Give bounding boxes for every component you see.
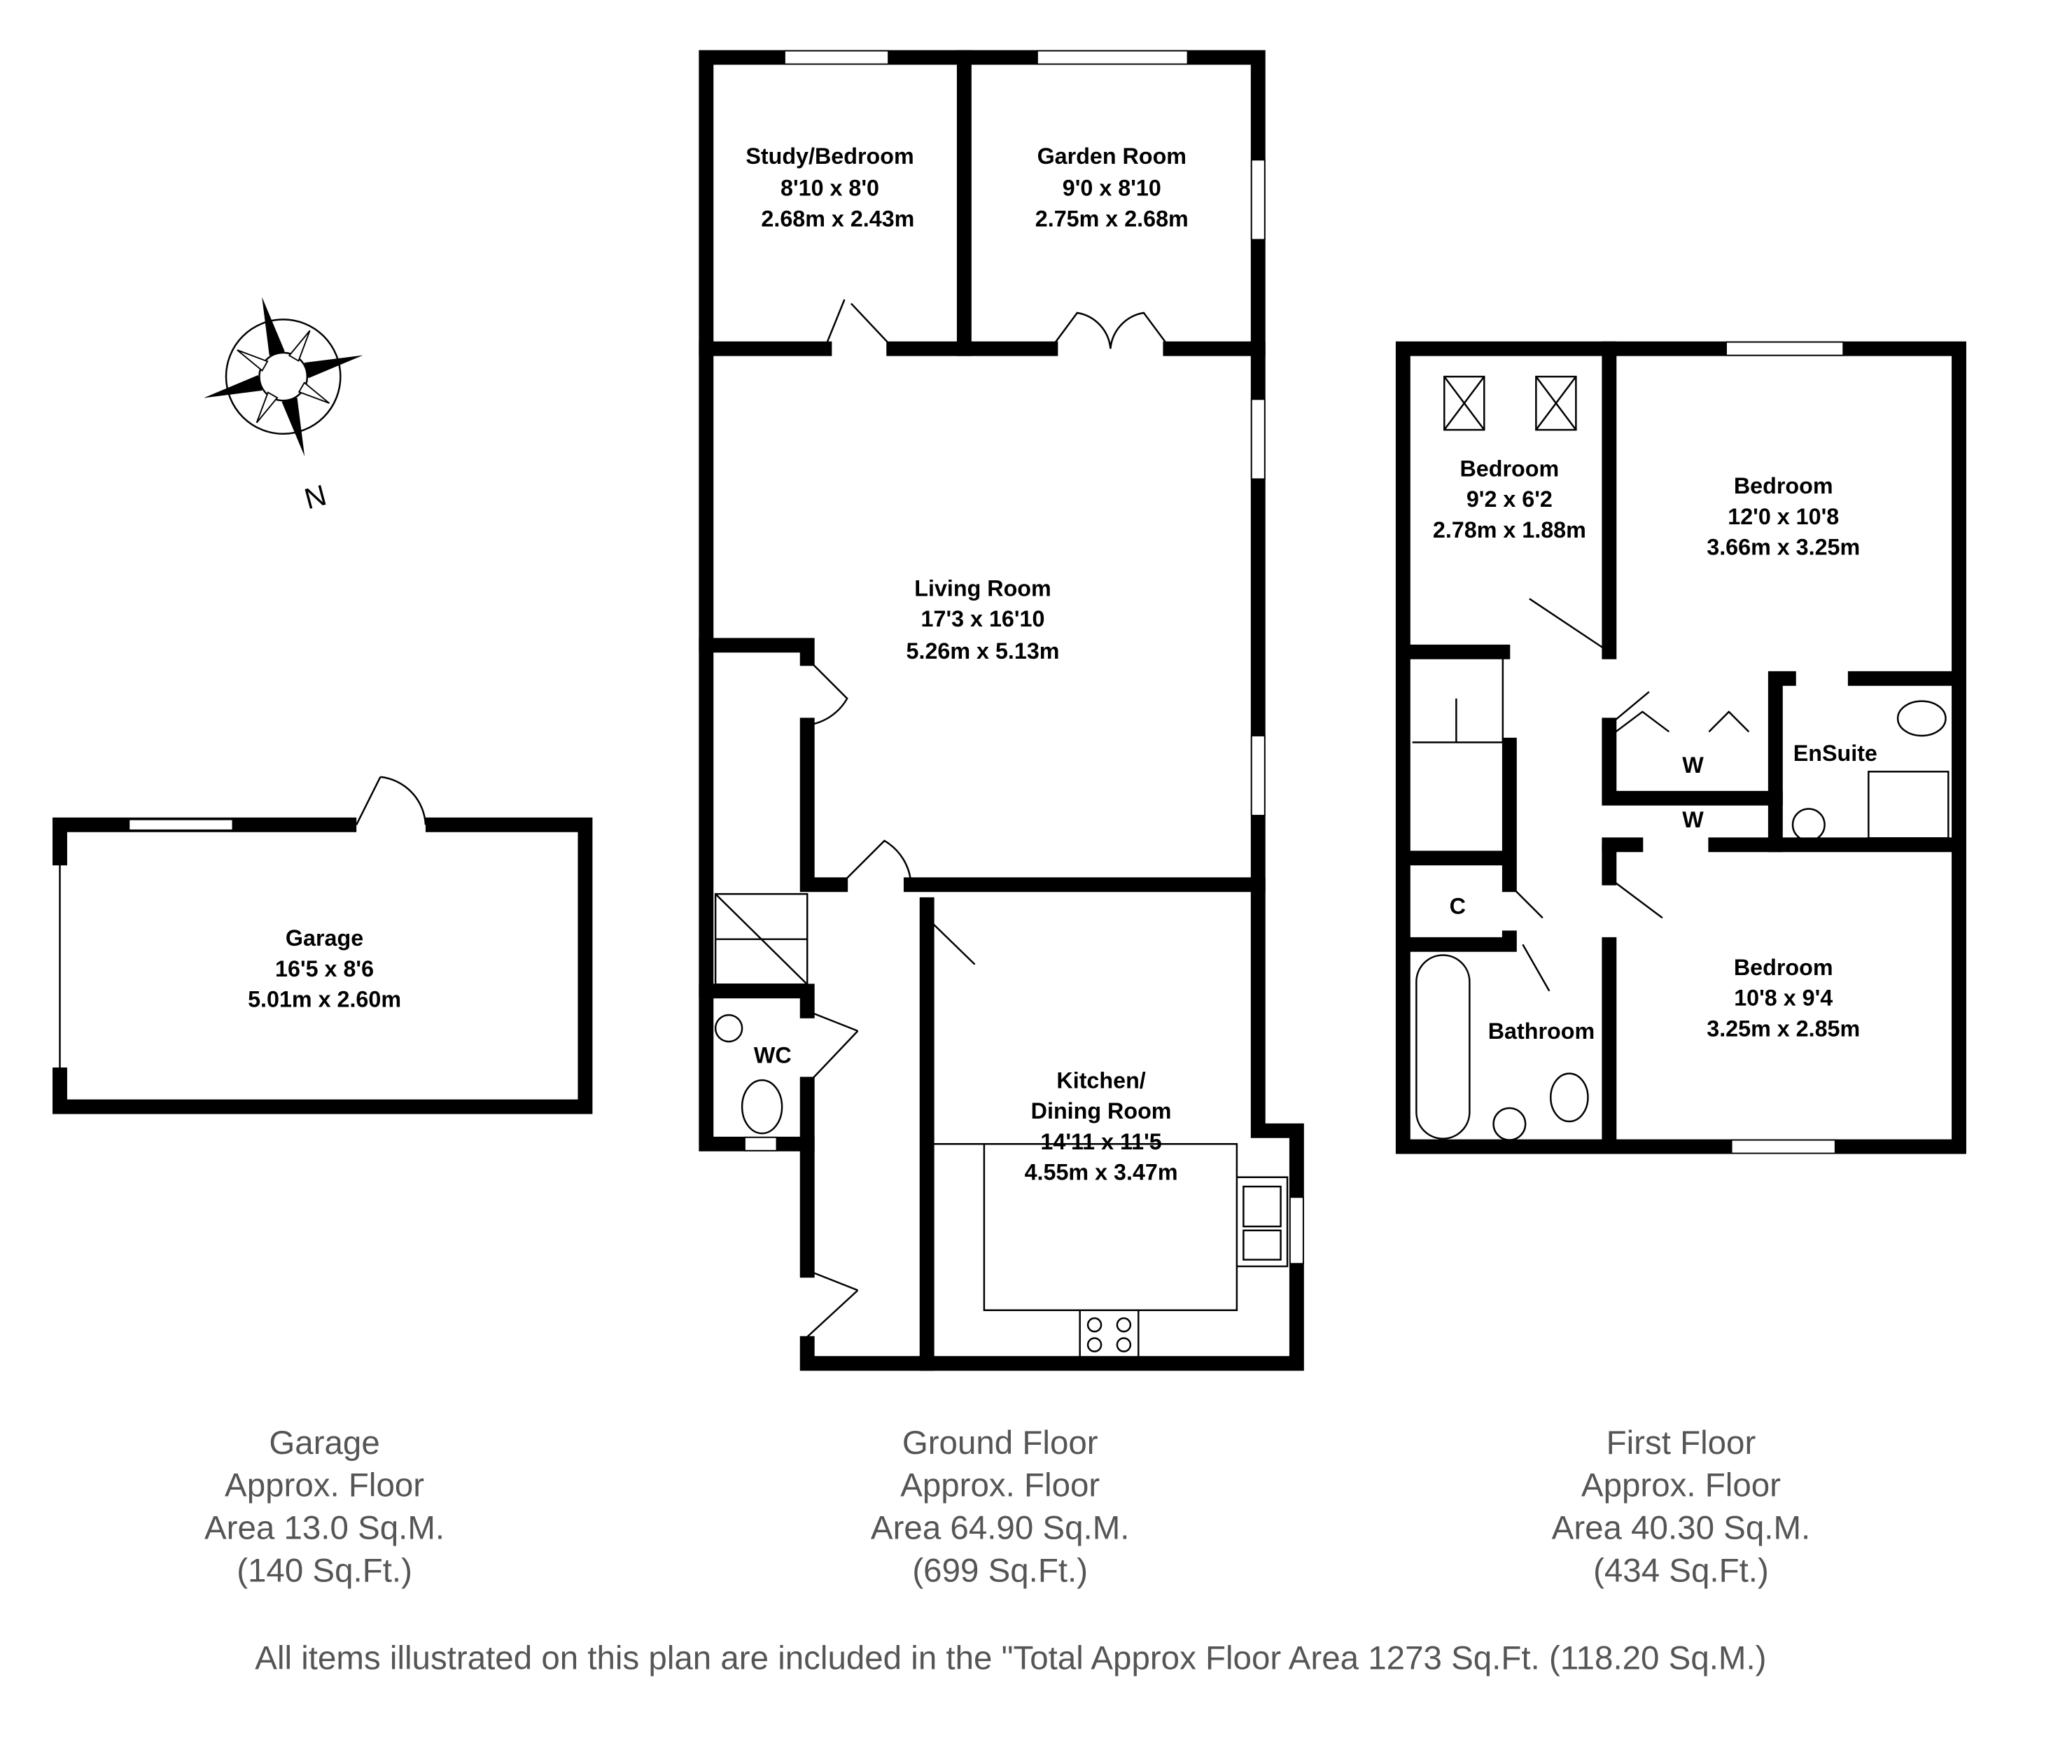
north-label: N	[301, 478, 330, 515]
first-floor-plan: Bedroom 9'2 x 6'2 2.78m x 1.88m Bedroom …	[1395, 341, 1966, 1154]
caption-line: Area 64.90 Sq.M.	[871, 1510, 1130, 1547]
garage-room-imperial: 16'5 x 8'6	[275, 956, 374, 981]
garden-room-imperial: 9'0 x 8'10	[1063, 176, 1161, 201]
kitchen-imperial: 14'11 x 11'5	[1040, 1129, 1161, 1154]
area-caption-ground-floor: Ground Floor Approx. Floor Area 64.90 Sq…	[871, 1424, 1130, 1589]
study-name: Study/Bedroom	[746, 144, 913, 169]
garden-room-name: Garden Room	[1037, 144, 1186, 169]
bedroom-3-name: Bedroom	[1734, 955, 1833, 980]
caption-line: (434 Sq.Ft.)	[1593, 1552, 1769, 1589]
bedroom-1-metric: 3.66m x 3.25m	[1707, 535, 1860, 560]
kitchen-name: Kitchen/	[1056, 1068, 1145, 1093]
caption-line: Approx. Floor	[225, 1467, 424, 1504]
bedroom-3-metric: 3.25m x 2.85m	[1707, 1016, 1860, 1041]
area-caption-garage: Garage Approx. Floor Area 13.0 Sq.M. (14…	[204, 1424, 444, 1589]
area-caption-first-floor: First Floor Approx. Floor Area 40.30 Sq.…	[1552, 1424, 1811, 1589]
bathroom-label: Bathroom	[1488, 1018, 1595, 1044]
garage-room-metric: 5.01m x 2.60m	[248, 987, 401, 1012]
caption-line: Approx. Floor	[900, 1467, 1100, 1504]
bedroom-2-name: Bedroom	[1460, 456, 1560, 482]
garage-room-name: Garage	[286, 925, 363, 951]
total-area-footer: All items illustrated on this plan are i…	[255, 1640, 1766, 1677]
bedroom-2-metric: 2.78m x 1.88m	[1433, 517, 1586, 542]
bedroom-3-imperial: 10'8 x 9'4	[1734, 986, 1833, 1011]
study-imperial: 8'10 x 8'0	[780, 176, 879, 201]
caption-line: First Floor	[1606, 1424, 1756, 1462]
bedroom-1-name: Bedroom	[1734, 473, 1833, 498]
caption-line: Approx. Floor	[1581, 1467, 1781, 1504]
caption-line: (699 Sq.Ft.)	[912, 1552, 1088, 1589]
bedroom-1-imperial: 12'0 x 10'8	[1728, 504, 1839, 529]
cupboard-label: C	[1450, 894, 1466, 919]
caption-line: Ground Floor	[902, 1424, 1098, 1462]
kitchen-name-2: Dining Room	[1031, 1098, 1172, 1124]
caption-line: Area 13.0 Sq.M.	[204, 1510, 444, 1547]
ensuite-label: EnSuite	[1793, 741, 1877, 766]
garden-room-metric: 2.75m x 2.68m	[1035, 206, 1189, 231]
study-metric: 2.68m x 2.43m	[761, 206, 914, 231]
ground-floor-plan: Study/Bedroom 8'10 x 8'0 2.68m x 2.43m G…	[699, 50, 1304, 1371]
wc-label: WC	[754, 1042, 792, 1068]
compass-icon: N	[203, 297, 363, 515]
caption-line: Garage	[269, 1424, 379, 1462]
garage-plan: Garage 16'5 x 8'6 5.01m x 2.60m	[52, 776, 593, 1114]
living-room-name: Living Room	[914, 576, 1051, 601]
living-room-metric: 5.26m x 5.13m	[906, 638, 1060, 664]
kitchen-metric: 4.55m x 3.47m	[1025, 1160, 1178, 1185]
wardrobe-2-label: W	[1682, 807, 1704, 832]
bedroom-2-imperial: 9'2 x 6'2	[1466, 486, 1553, 512]
living-room-imperial: 17'3 x 16'10	[921, 606, 1045, 631]
caption-line: (140 Sq.Ft.)	[237, 1552, 412, 1589]
wardrobe-1-label: W	[1682, 752, 1704, 778]
caption-line: Area 40.30 Sq.M.	[1552, 1510, 1811, 1547]
